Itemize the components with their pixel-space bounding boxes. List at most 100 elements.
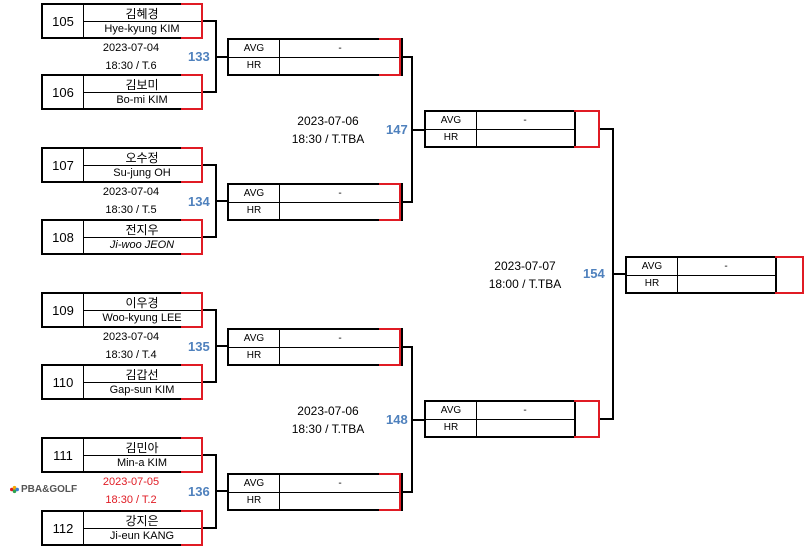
connector-line [203,20,217,22]
result-box-147[interactable]: AVG - HR [424,110,576,148]
player-name-english: Gap-sun KIM [109,384,175,396]
player-name-korean: 이우경 [83,294,201,311]
player-seed: 111 [43,439,84,471]
hr-label: HR [229,57,280,74]
match-time-table: 18:30 / T.6 [105,60,157,72]
match-schedule-154: 2023-07-07 18:00 / T.TBA [465,257,585,293]
score-bracket [379,473,401,511]
hr-label: HR [229,347,280,364]
score-bracket [181,3,203,39]
player-name-english: Min-a KIM [116,457,168,469]
player-name-english: Ji-woo JEON [109,239,175,251]
match-time-table: 18:30 / T.4 [105,349,157,361]
player-seed: 112 [43,512,84,544]
peacock-icon [10,485,19,494]
player-box-105[interactable]: 105 김혜경 Hye-kyung KIM [41,3,203,39]
player-box-112[interactable]: 112 강지은 Ji-eun KANG [41,510,203,546]
player-name-english: Su-jung OH [113,167,171,179]
connector-line [203,164,217,166]
avg-label: AVG [627,258,678,276]
result-box-133[interactable]: AVG - HR [227,38,403,76]
result-box-148[interactable]: AVG - HR [424,400,576,438]
player-box-111[interactable]: 111 김민아 Min-a KIM [41,437,203,473]
player-seed: 110 [43,366,84,398]
player-name-korean: 김갑선 [83,366,201,383]
score-bracket [379,328,401,366]
avg-label: AVG [426,112,477,130]
hr-label: HR [229,202,280,219]
match-schedule-136: 2023-07-05 18:30 / T.2 [76,473,186,509]
match-number-134: 134 [188,194,210,209]
result-box-135[interactable]: AVG - HR [227,328,403,366]
result-box-154[interactable]: AVG - HR [625,256,777,294]
match-schedule-135: 2023-07-04 18:30 / T.4 [76,328,186,364]
player-box-110[interactable]: 110 김갑선 Gap-sun KIM [41,364,203,400]
avg-value: - [279,330,401,348]
player-name-english: Woo-kyung LEE [102,312,182,324]
result-box-136[interactable]: AVG - HR [227,473,403,511]
score-bracket [775,256,804,294]
match-number-133: 133 [188,49,210,64]
score-bracket [181,364,203,400]
connector-line [203,309,217,311]
avg-label: AVG [229,475,280,493]
connector-line [215,56,227,58]
result-box-134[interactable]: AVG - HR [227,183,403,221]
connector-line [401,56,413,58]
avg-label: AVG [229,330,280,348]
avg-label: AVG [229,40,280,58]
player-seed: 105 [43,5,84,37]
connector-line [401,201,413,203]
connector-line [203,381,217,383]
match-number-136: 136 [188,484,210,499]
match-number-154: 154 [583,266,605,281]
avg-value: - [476,112,574,130]
player-name-korean: 김민아 [83,439,201,456]
match-schedule-134: 2023-07-04 18:30 / T.5 [76,183,186,219]
player-box-109[interactable]: 109 이우경 Woo-kyung LEE [41,292,203,328]
score-bracket [181,292,203,328]
match-date: 2023-07-05 [102,476,160,488]
player-seed: 106 [43,76,84,108]
match-number-147: 147 [386,122,408,137]
player-name-korean: 강지은 [83,512,201,529]
match-date: 2023-07-06 [297,404,359,418]
match-schedule-148: 2023-07-06 18:30 / T.TBA [268,402,388,438]
score-bracket [181,74,203,110]
score-bracket [379,183,401,221]
avg-label: AVG [426,402,477,420]
hr-value [476,129,574,146]
player-seed: 107 [43,149,84,181]
match-schedule-147: 2023-07-06 18:30 / T.TBA [268,112,388,148]
hr-value [476,419,574,436]
player-name-korean: 김보미 [83,76,201,93]
logo-text: PBA&GOLF [21,484,78,495]
score-bracket [181,219,203,255]
player-name-korean: 전지우 [83,221,201,238]
match-date: 2023-07-04 [102,186,160,198]
match-date: 2023-07-06 [297,114,359,128]
player-box-107[interactable]: 107 오수정 Su-jung OH [41,147,203,183]
connector-line [600,418,614,420]
player-name-english: Hye-kyung KIM [104,23,180,35]
match-time-table: 18:30 / T.TBA [291,132,365,146]
connector-line [600,128,614,130]
connector-line [203,527,217,529]
connector-line [411,129,424,131]
hr-value [677,275,775,292]
score-bracket [574,400,600,438]
connector-line [215,490,227,492]
match-date: 2023-07-04 [102,42,160,54]
hr-label: HR [426,129,477,146]
hr-label: HR [426,419,477,436]
avg-value: - [279,40,401,58]
connector-line [612,273,625,275]
connector-line [215,345,227,347]
player-name-korean: 오수정 [83,149,201,166]
avg-value: - [279,475,401,493]
connector-line [203,454,217,456]
player-box-106[interactable]: 106 김보미 Bo-mi KIM [41,74,203,110]
player-name-english: Ji-eun KANG [109,530,175,542]
player-box-108[interactable]: 108 전지우 Ji-woo JEON [41,219,203,255]
connector-line [203,91,217,93]
